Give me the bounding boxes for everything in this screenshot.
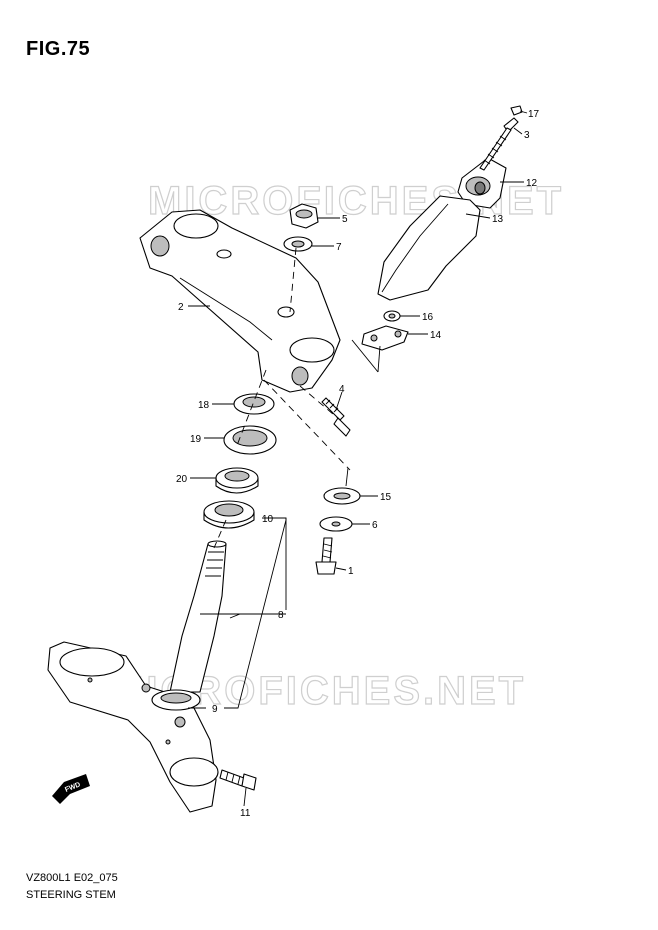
callout-20: 20 [176,474,188,485]
callout-3: 3 [524,130,530,141]
callout-17: 17 [528,109,540,120]
callout-6: 6 [372,520,378,531]
callout-14: 14 [430,330,442,341]
washer-6 [319,516,353,532]
bolt-1 [315,537,337,575]
callout-4: 4 [339,384,345,395]
callout-9: 9 [212,704,218,715]
washer-7 [283,236,313,252]
cap-nut-5 [289,203,319,229]
washer-16 [383,310,401,322]
handlebar-cover [377,195,481,301]
callout-7: 7 [336,242,342,253]
fwd-direction-icon: FWD [52,774,90,804]
nut-18 [233,393,275,415]
bearing-10 [203,500,255,529]
washer-15 [323,487,361,505]
callout-8: 8 [278,610,284,621]
seal-19 [223,425,277,455]
callout-18: 18 [198,400,210,411]
bearing-20 [215,467,259,494]
diagram-caption: STEERING STEM [26,889,116,901]
upper-bracket [139,209,341,393]
callout-2: 2 [178,302,184,313]
callout-1: 1 [348,566,354,577]
plate-14 [361,325,409,351]
steering-stem-shaft [169,540,227,693]
callout-11: 11 [240,808,251,819]
callout-19: 19 [190,434,202,445]
diagram-code: VZ800L1 E02_075 [26,872,118,884]
figure-title: FIG.75 [26,38,91,60]
callout-10: 10 [262,514,274,525]
callout-16: 16 [422,312,434,323]
bolt-3 [479,117,519,171]
clip-17 [510,105,523,116]
callout-15: 15 [380,492,392,503]
callout-13: 13 [492,214,504,225]
bolt-11 [219,769,257,791]
bolt-4 [321,397,351,437]
callout-12: 12 [526,178,538,189]
lower-bracket [47,641,219,813]
callout-5: 5 [342,214,348,225]
handlebar-holder [457,157,507,209]
